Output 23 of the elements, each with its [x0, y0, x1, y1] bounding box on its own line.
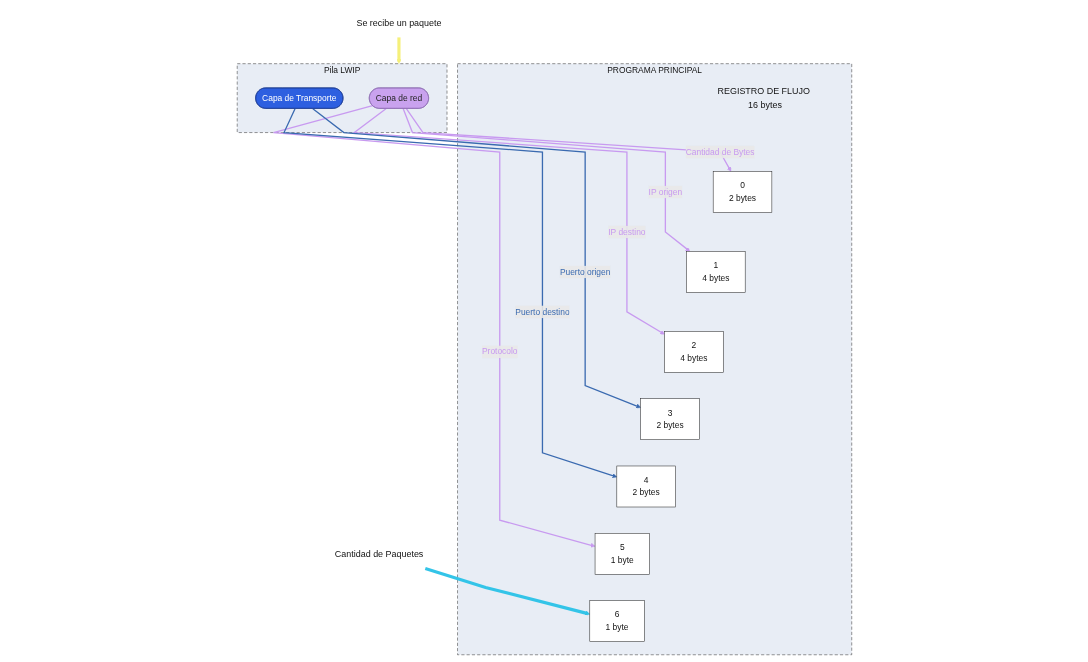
node-box: 1 4 bytes	[685, 250, 745, 293]
node-box: 2 4 bytes	[663, 330, 724, 373]
edge-label: Puerto destino	[514, 306, 570, 316]
arrow	[272, 104, 595, 547]
arrow	[282, 107, 617, 478]
node-box: 5 1 byte	[594, 532, 650, 575]
edge-label: IP destino	[607, 226, 646, 236]
node-text: Se recibe un paquete	[355, 17, 441, 28]
arrow	[396, 36, 401, 64]
arrow	[352, 107, 665, 335]
node-box: 0 2 bytes	[712, 170, 772, 213]
node-text: Cantidad de Paquetes	[334, 548, 423, 559]
edge-label: Protocolo	[481, 346, 518, 356]
arrow	[311, 107, 641, 408]
node-box: 3 2 bytes	[639, 397, 700, 440]
arrow	[424, 566, 590, 615]
edge-label: Puerto origen	[559, 266, 610, 276]
edge-label: IP origen	[648, 186, 682, 196]
edge-label: Cantidad de Bytes	[685, 146, 754, 156]
node-box: 4 2 bytes	[616, 465, 676, 507]
node-text: REGISTRO DE FLUJO 16 bytes	[717, 85, 810, 110]
arrow	[402, 107, 690, 252]
node-box: 6 1 byte	[589, 599, 645, 642]
